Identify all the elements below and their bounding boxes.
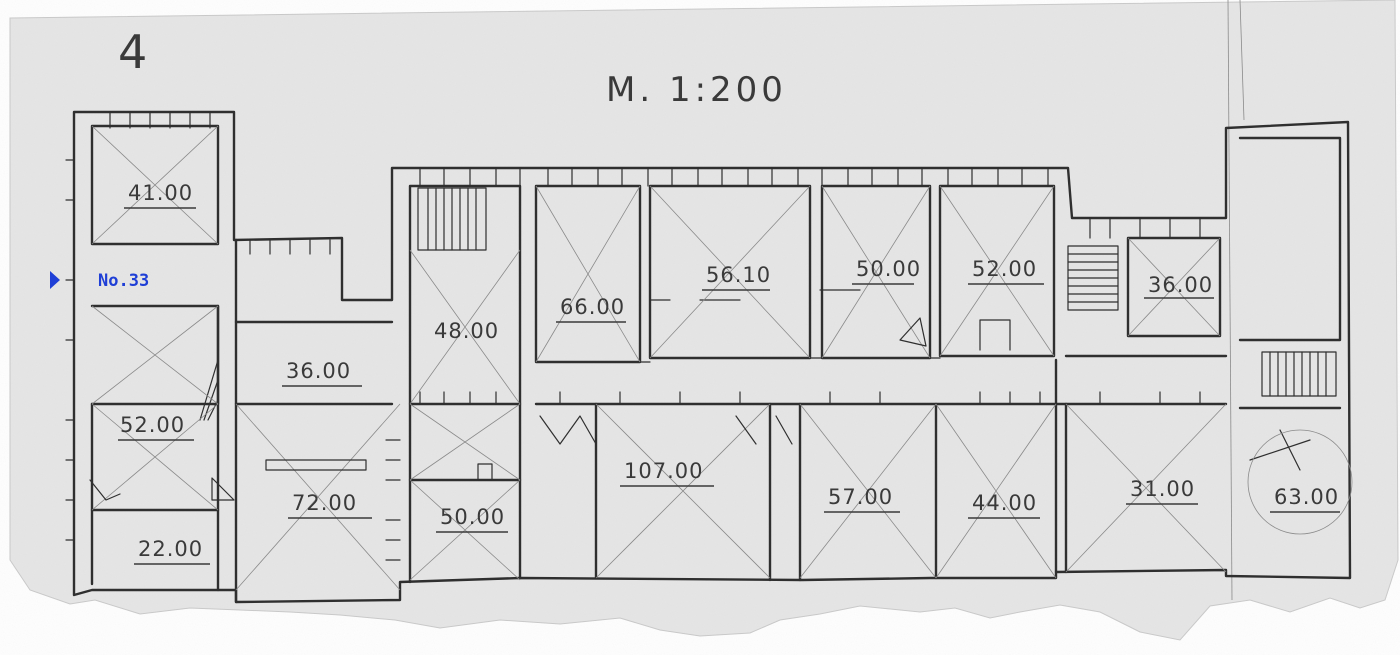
staircase-north [417, 187, 487, 251]
room-diagonals [91, 125, 1227, 591]
staircase-southeast [1261, 351, 1337, 397]
room-labels: 41.00 52.00 22.00 36.00 72.00 48.00 50.0… [118, 181, 1340, 565]
door-symbols [89, 317, 1353, 535]
marker-label: No.33 [98, 271, 149, 291]
room-area-label: 66.00 [560, 295, 625, 319]
room-marker[interactable]: No.33 [50, 271, 149, 291]
room-area-label: 36.00 [1148, 273, 1213, 297]
room-area-label: 52.00 [120, 413, 185, 437]
room-area-label: 57.00 [828, 485, 893, 509]
room-area-label: 41.00 [128, 181, 193, 205]
marker-arrow-icon [50, 271, 60, 289]
room-area-label: 72.00 [292, 491, 357, 515]
room-area-label: 50.00 [856, 257, 921, 281]
room-area-label: 56.10 [706, 263, 771, 287]
scale-label: M. 1:200 [606, 70, 787, 110]
room-area-label: 22.00 [138, 537, 203, 561]
sheet-edge-line [1239, 0, 1245, 121]
room-area-label: 50.00 [440, 505, 505, 529]
building-outline [72, 110, 1352, 604]
staircase-east [1067, 245, 1119, 311]
room-area-label: 44.00 [972, 491, 1037, 515]
room-area-label: 48.00 [434, 319, 499, 343]
page-number: 4 [118, 25, 147, 79]
room-area-label: 107.00 [624, 459, 703, 483]
sheet-fold-line [1227, 0, 1233, 601]
room-area-label: 36.00 [286, 359, 351, 383]
room-area-label: 52.00 [972, 257, 1037, 281]
wall-ticks [65, 111, 1201, 561]
room-area-label: 63.00 [1274, 485, 1339, 509]
room-area-label: 31.00 [1130, 477, 1195, 501]
